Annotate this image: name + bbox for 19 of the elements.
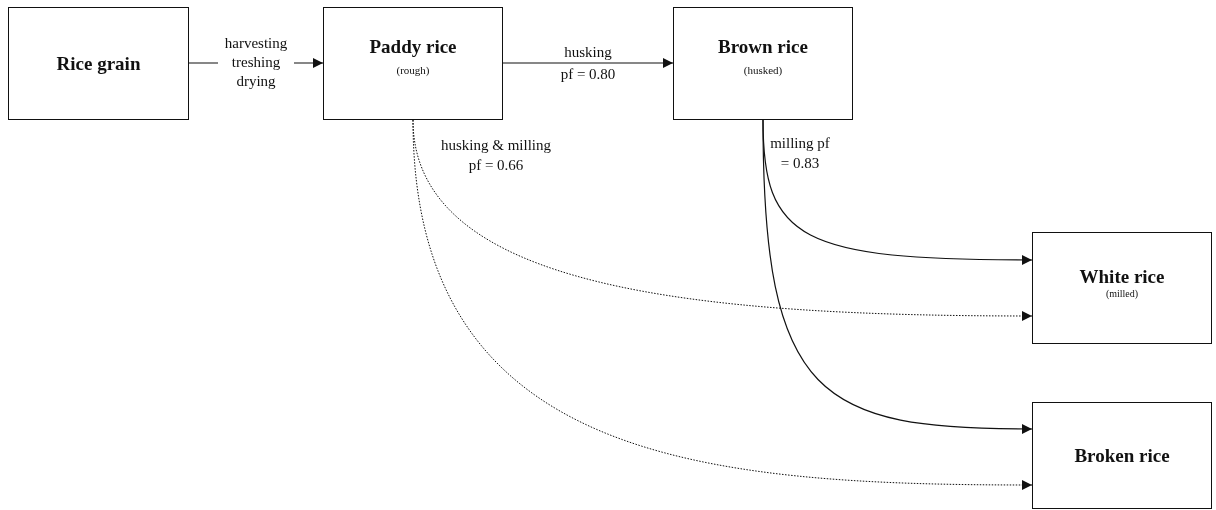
arrow xyxy=(502,58,674,68)
process-box xyxy=(8,7,189,120)
edge-label: milling pf = 0.83 xyxy=(770,134,830,173)
process-box xyxy=(323,7,503,120)
box-title: Rice grain xyxy=(56,52,141,75)
box-subtitle: (husked) xyxy=(743,64,783,76)
dotted-arrow xyxy=(412,119,1033,490)
box-subtitle: (milled) xyxy=(1105,288,1139,299)
box-subtitle: (rough) xyxy=(396,64,430,76)
arrow xyxy=(762,119,1033,434)
process-box xyxy=(673,7,853,120)
box-title: White rice xyxy=(1079,266,1165,288)
edge-label: husking & milling pf = 0.66 xyxy=(440,136,552,175)
box-title: Paddy rice xyxy=(369,36,457,58)
edge-label: husking pf = 0.80 xyxy=(559,43,617,84)
box-title: Brown rice xyxy=(718,36,808,58)
box-title: Broken rice xyxy=(1074,444,1170,467)
process-box xyxy=(1032,402,1212,509)
process-box xyxy=(1032,232,1212,344)
